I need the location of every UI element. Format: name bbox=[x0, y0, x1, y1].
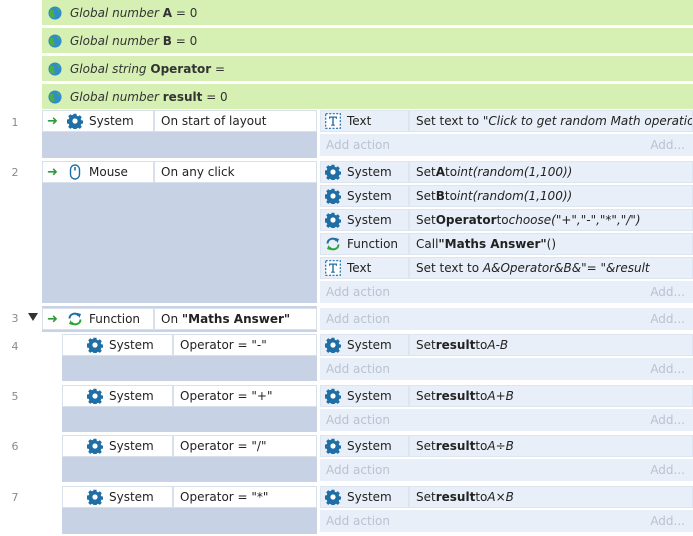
gear-icon bbox=[325, 188, 341, 204]
action-object-system[interactable]: System bbox=[320, 486, 409, 508]
gear-icon bbox=[87, 337, 103, 353]
event-block-2[interactable] bbox=[42, 161, 317, 303]
action-object-function[interactable]: Function bbox=[320, 233, 409, 255]
event-object-function[interactable]: ➜ Function bbox=[42, 308, 154, 330]
condition-operator-minus[interactable]: Operator = "-" bbox=[173, 334, 317, 356]
global-var-b[interactable]: Global number B = 0 bbox=[42, 28, 693, 54]
event-number: 7 bbox=[11, 491, 19, 504]
action-set-text[interactable]: Set text to "Click to get random Math op… bbox=[409, 110, 693, 132]
condition-operator-multiply[interactable]: Operator = "*" bbox=[173, 486, 317, 508]
action-object-system[interactable]: System bbox=[320, 209, 409, 231]
action-object-system[interactable]: System bbox=[320, 334, 409, 356]
action-set-result[interactable]: Set result to A-B bbox=[409, 334, 693, 356]
event-object-system[interactable]: System bbox=[62, 334, 173, 356]
gear-icon bbox=[325, 438, 341, 454]
event-number: 4 bbox=[11, 340, 19, 353]
collapse-triangle-icon[interactable] bbox=[28, 313, 38, 321]
event-object-system[interactable]: System bbox=[62, 385, 173, 407]
function-icon bbox=[325, 236, 341, 252]
global-var-a[interactable]: Global number A = 0 bbox=[42, 0, 693, 26]
gear-icon bbox=[87, 438, 103, 454]
event-number: 1 bbox=[11, 116, 19, 129]
function-icon bbox=[67, 311, 83, 327]
globe-icon bbox=[48, 34, 62, 48]
action-set-b[interactable]: Set B to int(random(1,100)) bbox=[409, 185, 693, 207]
text-object-icon bbox=[325, 260, 341, 276]
trigger-arrow-icon: ➜ bbox=[47, 311, 58, 327]
action-object-text[interactable]: Text bbox=[320, 257, 409, 279]
gear-icon bbox=[325, 489, 341, 505]
event-object-system[interactable]: ➜ System bbox=[42, 110, 154, 132]
gear-icon bbox=[87, 388, 103, 404]
globe-icon bbox=[48, 6, 62, 20]
action-object-system[interactable]: System bbox=[320, 435, 409, 457]
condition-on-maths-answer[interactable]: On "Maths Answer" bbox=[154, 308, 317, 330]
condition-operator-plus[interactable]: Operator = "+" bbox=[173, 385, 317, 407]
trigger-arrow-icon: ➜ bbox=[47, 164, 58, 180]
event-number: 2 bbox=[11, 166, 19, 179]
action-call-function[interactable]: Call "Maths Answer" () bbox=[409, 233, 693, 255]
gear-icon bbox=[325, 337, 341, 353]
event-number: 5 bbox=[11, 390, 19, 403]
action-object-system[interactable]: System bbox=[320, 161, 409, 183]
event-object-mouse[interactable]: ➜ Mouse bbox=[42, 161, 154, 183]
globe-icon bbox=[48, 62, 62, 76]
gear-icon bbox=[325, 388, 341, 404]
action-set-result[interactable]: Set result to A×B bbox=[409, 486, 693, 508]
condition-operator-divide[interactable]: Operator = "/" bbox=[173, 435, 317, 457]
condition-on-any-click[interactable]: On any click bbox=[154, 161, 317, 183]
event-object-system[interactable]: System bbox=[62, 486, 173, 508]
global-var-result[interactable]: Global number result = 0 bbox=[42, 84, 693, 110]
gear-icon bbox=[325, 212, 341, 228]
action-set-result[interactable]: Set result to A÷B bbox=[409, 435, 693, 457]
action-set-a[interactable]: Set A to int(random(1,100)) bbox=[409, 161, 693, 183]
gear-icon bbox=[67, 113, 83, 129]
event-object-system[interactable]: System bbox=[62, 435, 173, 457]
globe-icon bbox=[48, 90, 62, 104]
action-object-text[interactable]: Text bbox=[320, 110, 409, 132]
action-set-operator[interactable]: Set Operator to choose("+","-","*","/") bbox=[409, 209, 693, 231]
event-number: 3 bbox=[11, 312, 19, 325]
action-set-result[interactable]: Set result to A+B bbox=[409, 385, 693, 407]
event-number: 6 bbox=[11, 440, 19, 453]
gear-icon bbox=[87, 489, 103, 505]
action-object-system[interactable]: System bbox=[320, 185, 409, 207]
text-object-icon bbox=[325, 113, 341, 129]
action-object-system[interactable]: System bbox=[320, 385, 409, 407]
mouse-icon bbox=[67, 164, 83, 180]
trigger-arrow-icon: ➜ bbox=[47, 113, 58, 129]
gear-icon bbox=[325, 164, 341, 180]
action-set-text[interactable]: Set text to A&Operator&B&"= "&result bbox=[409, 257, 693, 279]
global-var-operator[interactable]: Global string Operator = bbox=[42, 56, 693, 82]
condition-on-start-of-layout[interactable]: On start of layout bbox=[154, 110, 317, 132]
